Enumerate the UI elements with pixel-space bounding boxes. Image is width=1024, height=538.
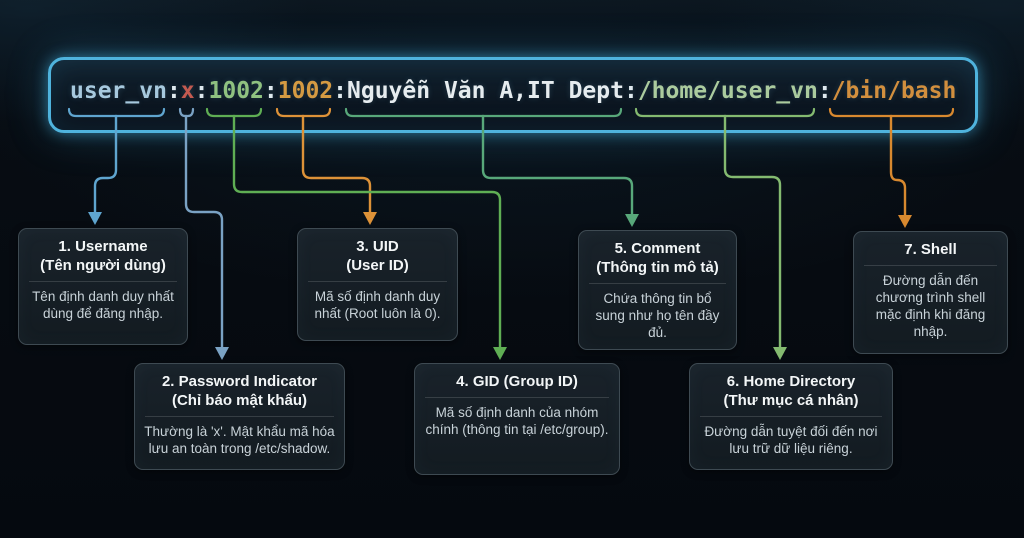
arrowhead-gid	[493, 347, 507, 360]
passwd-field-shell: /bin/bash	[831, 78, 957, 104]
passwd-field-uid: 1002	[208, 78, 264, 104]
arrowhead-uid	[363, 212, 377, 225]
box-2-body: Thường là 'x'. Mật khẩu mã hóa lưu an to…	[144, 424, 335, 457]
box-7-shell: 7. Shell Đường dẫn đến chương trình shel…	[853, 231, 1008, 354]
arrowhead-shell	[898, 215, 912, 228]
box-1-title: 1. Username (Tên người dùng)	[40, 238, 166, 275]
box-6-divider	[700, 416, 882, 418]
passwd-field-colon-3: :	[263, 78, 278, 104]
box-1-body: Tên định danh duy nhất dùng để đăng nhập…	[32, 289, 174, 322]
passwd-field-colon-6: :	[817, 78, 832, 104]
passwd-field-colon-2: :	[194, 78, 209, 104]
box-7-body: Đường dẫn đến chương trình shell mặc địn…	[875, 273, 986, 340]
box-5-divider	[589, 283, 726, 285]
box-4-divider	[425, 397, 609, 399]
box-4-title: 4. GID (Group ID)	[456, 373, 578, 390]
passwd-field-colon-5: :	[623, 78, 638, 104]
box-6-title: 6. Home Directory (Thư mục cá nhân)	[723, 373, 859, 410]
arrowhead-password	[215, 347, 229, 360]
box-3-divider	[308, 281, 447, 283]
box-6-body: Đường dẫn tuyệt đối đến nơi lưu trữ dữ l…	[704, 424, 878, 457]
passwd-field-colon-1: :	[166, 78, 181, 104]
arrowhead-home	[773, 347, 787, 360]
box-4-body: Mã số định danh của nhóm chính (thông ti…	[425, 405, 609, 438]
box-3-uid: 3. UID (User ID) Mã số định danh duy nhấ…	[297, 228, 458, 341]
arrowhead-comment	[625, 214, 639, 227]
passwd-field-comment: Nguyễn Văn A,IT Dept	[347, 78, 624, 104]
passwd-field-home: /home/user_vn	[637, 78, 818, 104]
box-3-body: Mã số định danh duy nhất (Root luôn là 0…	[314, 289, 441, 322]
box-2-password-indicator: 2. Password Indicator (Chỉ báo mật khẩu)…	[134, 363, 345, 470]
box-1-username: 1. Username (Tên người dùng) Tên định da…	[18, 228, 188, 345]
box-2-divider	[145, 416, 334, 418]
passwd-field-username: user_vn	[70, 78, 167, 104]
box-5-title: 5. Comment (Thông tin mô tả)	[596, 240, 719, 277]
box-3-title: 3. UID (User ID)	[346, 238, 409, 275]
box-7-title: 7. Shell	[904, 241, 957, 258]
box-4-gid: 4. GID (Group ID) Mã số định danh của nh…	[414, 363, 620, 475]
box-6-home-directory: 6. Home Directory (Thư mục cá nhân) Đườn…	[689, 363, 893, 470]
connector-password	[184, 114, 224, 349]
passwd-line: user_vn:x:1002:1002:Nguyễn Văn A,IT Dept…	[70, 78, 956, 104]
box-1-divider	[29, 281, 177, 283]
box-5-body: Chứa thông tin bổ sung như họ tên đầy đủ…	[595, 291, 720, 341]
passwd-entry-terminal: user_vn:x:1002:1002:Nguyễn Văn A,IT Dept…	[48, 57, 978, 133]
passwd-field-password: x	[180, 78, 195, 104]
box-7-divider	[864, 265, 997, 267]
arrowhead-username	[88, 212, 102, 225]
passwd-field-gid: 1002	[277, 78, 334, 104]
box-2-title: 2. Password Indicator (Chỉ báo mật khẩu)	[161, 373, 318, 410]
passwd-field-colon-4: :	[333, 78, 348, 104]
box-5-comment: 5. Comment (Thông tin mô tả) Chứa thông …	[578, 230, 737, 350]
